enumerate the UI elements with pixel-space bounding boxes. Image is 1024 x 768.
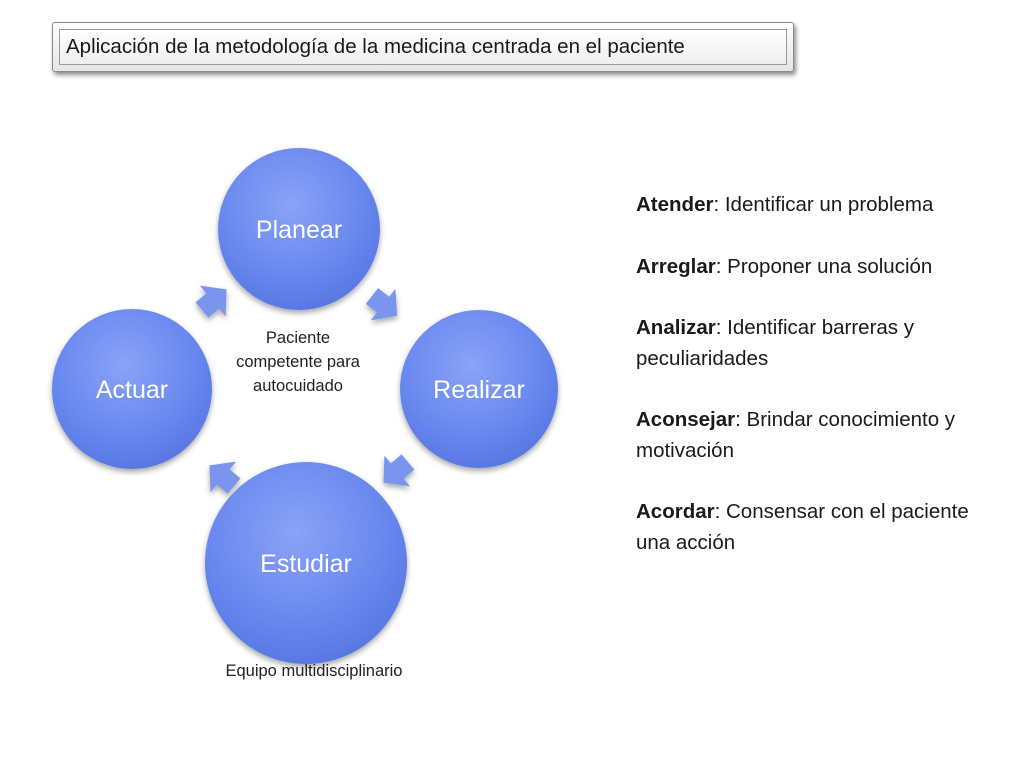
arrow-top-to-right [365, 288, 398, 321]
step-text: : Brindar conocimiento y motivación [636, 408, 956, 462]
step-item: Atender: Identificar un problema [636, 190, 986, 221]
title-box: Aplicación de la metodología de la medic… [52, 22, 794, 72]
node-actuar-label: Actuar [96, 376, 168, 404]
bottom-caption: Equipo multidisciplinario [225, 662, 403, 680]
step-item: Acordar: Consensar con el paciente una a… [636, 497, 986, 558]
node-actuar: Actuar [52, 309, 212, 469]
slide-title: Aplicación de la metodología de la medic… [59, 29, 787, 65]
step-term: Aconsejar [636, 408, 736, 431]
step-item: Analizar: Identificar barreras y peculia… [636, 313, 986, 374]
step-term: Acordar [636, 500, 715, 523]
steps-list: Atender: Identificar un problema Arregla… [636, 190, 986, 589]
step-term: Atender [636, 193, 714, 216]
step-text: : Identificar barreras y peculiaridades [636, 316, 914, 370]
step-text: : Identificar un problema [713, 193, 934, 216]
arrow-left-to-top [195, 285, 227, 318]
step-term: Arreglar [636, 254, 716, 278]
arrow-bottom-to-left [209, 461, 241, 494]
center-text: Paciente competente para autocuidado [236, 329, 360, 395]
node-realizar-label: Realizar [433, 376, 525, 404]
step-term: Analizar [636, 316, 716, 339]
node-planear-label: Planear [256, 216, 342, 244]
node-realizar: Realizar [400, 310, 558, 468]
node-estudiar-label: Estudiar [260, 550, 352, 578]
step-item: Aconsejar: Brindar conocimiento y motiva… [636, 405, 986, 466]
arrow-right-to-bottom [383, 454, 415, 487]
step-text: : Proponer una solución [715, 254, 933, 278]
node-planear: Planear [218, 148, 380, 310]
step-item: Arreglar: Proponer una solución [636, 252, 986, 283]
step-text: : Consensar con el paciente una acción [636, 500, 969, 554]
node-estudiar: Estudiar [205, 462, 407, 664]
